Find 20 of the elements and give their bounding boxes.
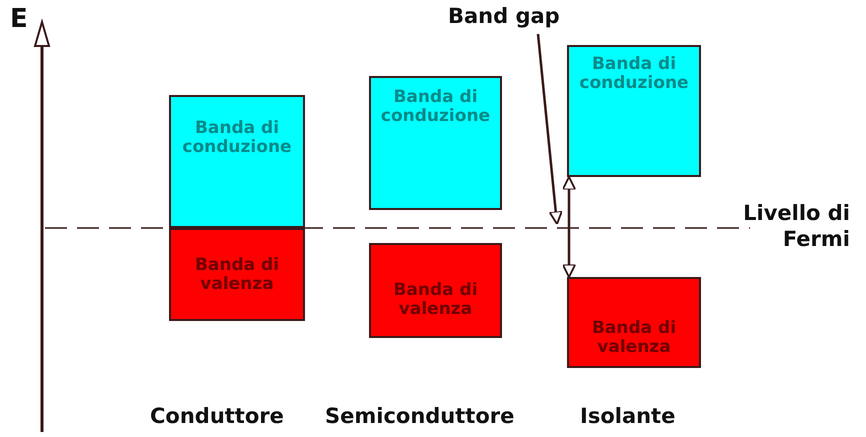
band-label: Banda di valenza bbox=[194, 256, 280, 294]
valence-band-box bbox=[169, 228, 305, 321]
band-label: Banda di valenza bbox=[590, 319, 678, 357]
fermi-level-label: Livello di Fermi bbox=[742, 200, 850, 252]
band-label: Banda di conduzione bbox=[578, 55, 690, 93]
band-label: Banda di valenza bbox=[392, 281, 479, 319]
conduction-band-box bbox=[369, 76, 502, 210]
valence-band-box bbox=[567, 277, 701, 368]
band-gap-label: Band gap bbox=[448, 4, 560, 28]
valence-band-box bbox=[369, 243, 502, 338]
axis-label: E bbox=[10, 4, 28, 34]
band-label: Banda di conduzione bbox=[181, 119, 293, 157]
material-label: Isolante bbox=[580, 404, 676, 428]
leader-arrow bbox=[536, 34, 563, 225]
material-label: Conduttore bbox=[150, 404, 284, 428]
conduction-band-box bbox=[567, 45, 701, 177]
conduction-band-box bbox=[169, 95, 305, 228]
material-label: Semiconduttore bbox=[325, 404, 514, 428]
band-label: Banda di conduzione bbox=[380, 88, 492, 126]
double-arrow bbox=[562, 176, 576, 278]
